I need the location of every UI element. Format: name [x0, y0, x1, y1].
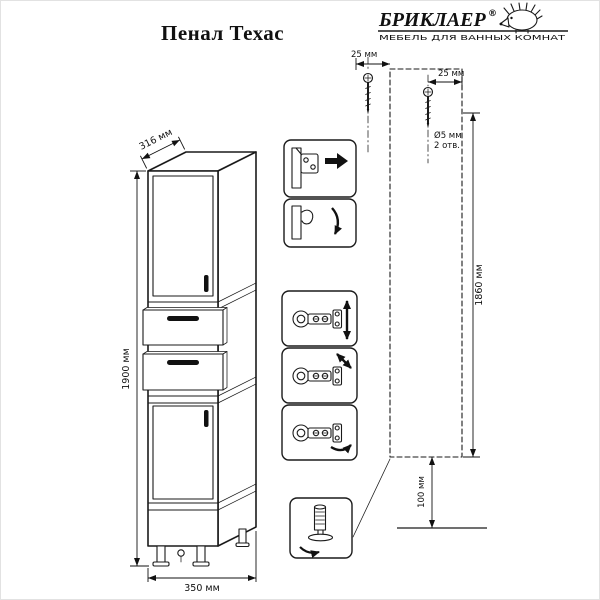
mount-height-label: 1860 мм	[474, 264, 485, 306]
dimension-width: 350 мм	[147, 531, 257, 594]
hole-diameter-label: Ø5 мм	[434, 130, 462, 141]
brand-logo: БРИКЛАЕР ® МЕБЕЛЬ ДЛЯ ВАННЫХ КОМНАТ	[378, 2, 568, 42]
brand-name: БРИКЛАЕР	[378, 9, 486, 31]
registered-mark: ®	[488, 9, 497, 19]
brand-subtitle: МЕБЕЛЬ ДЛЯ ВАННЫХ КОМНАТ	[379, 34, 566, 42]
floor-gap-dimension: 100 мм	[397, 457, 487, 529]
detail-box-leg	[289, 497, 353, 559]
mounting-diagram: 25 мм 25 мм Ø5 мм 2 отв. 1860 мм 100 мм	[351, 50, 487, 538]
screw-icon-2	[422, 86, 434, 130]
offset-left-label: 25 мм	[351, 50, 377, 60]
lower-door-handle	[204, 410, 209, 427]
leg-leader-line	[352, 458, 391, 538]
drawer-2-handle	[167, 360, 199, 365]
drawer-2	[142, 351, 228, 391]
diagonal-adjust-arrow-icon	[336, 353, 352, 369]
dimension-depth-label: 316 мм	[138, 127, 175, 153]
page-title: Пенал Техас	[161, 21, 284, 45]
screw-adjust-arrow-icon	[299, 546, 320, 558]
upper-door-handle	[204, 275, 209, 292]
screw-icon-1	[362, 72, 374, 116]
detail-box-wall-bracket-1	[283, 139, 357, 198]
cabinet-drawing	[142, 151, 257, 567]
lower-door	[152, 405, 214, 500]
detail-box-wall-bracket-2	[283, 198, 357, 248]
dimension-height: 1900 мм	[121, 170, 149, 567]
hedgehog-icon	[499, 2, 543, 34]
dimension-height-label: 1900 мм	[121, 348, 132, 390]
offset-right-dimension: 25 мм	[428, 69, 464, 89]
upper-door	[152, 175, 214, 297]
hole-count-label: 2 отв.	[434, 141, 460, 151]
depth-adjust-arrow-icon	[330, 444, 352, 454]
mount-height-dimension: 1860 мм	[463, 112, 485, 458]
offset-left-dimension: 25 мм	[351, 50, 390, 70]
offset-right-label: 25 мм	[438, 69, 464, 79]
foot-icon	[307, 533, 334, 542]
panel-outline	[389, 68, 463, 458]
hang-arrow-icon	[331, 207, 343, 235]
detail-box-hinge-1	[281, 290, 358, 347]
dimension-width-label: 350 мм	[184, 583, 220, 594]
leg-adjuster-symbol	[177, 549, 185, 557]
floor-gap-label: 100 мм	[417, 476, 427, 508]
cabinet-legs	[152, 528, 250, 567]
detail-box-hinge-2	[281, 347, 358, 404]
detail-box-hinge-3	[281, 404, 358, 461]
adjust-right-arrow-icon	[325, 153, 348, 169]
drawer-1-handle	[167, 316, 199, 321]
drawer-1	[142, 307, 228, 346]
hook-icon	[301, 209, 314, 225]
